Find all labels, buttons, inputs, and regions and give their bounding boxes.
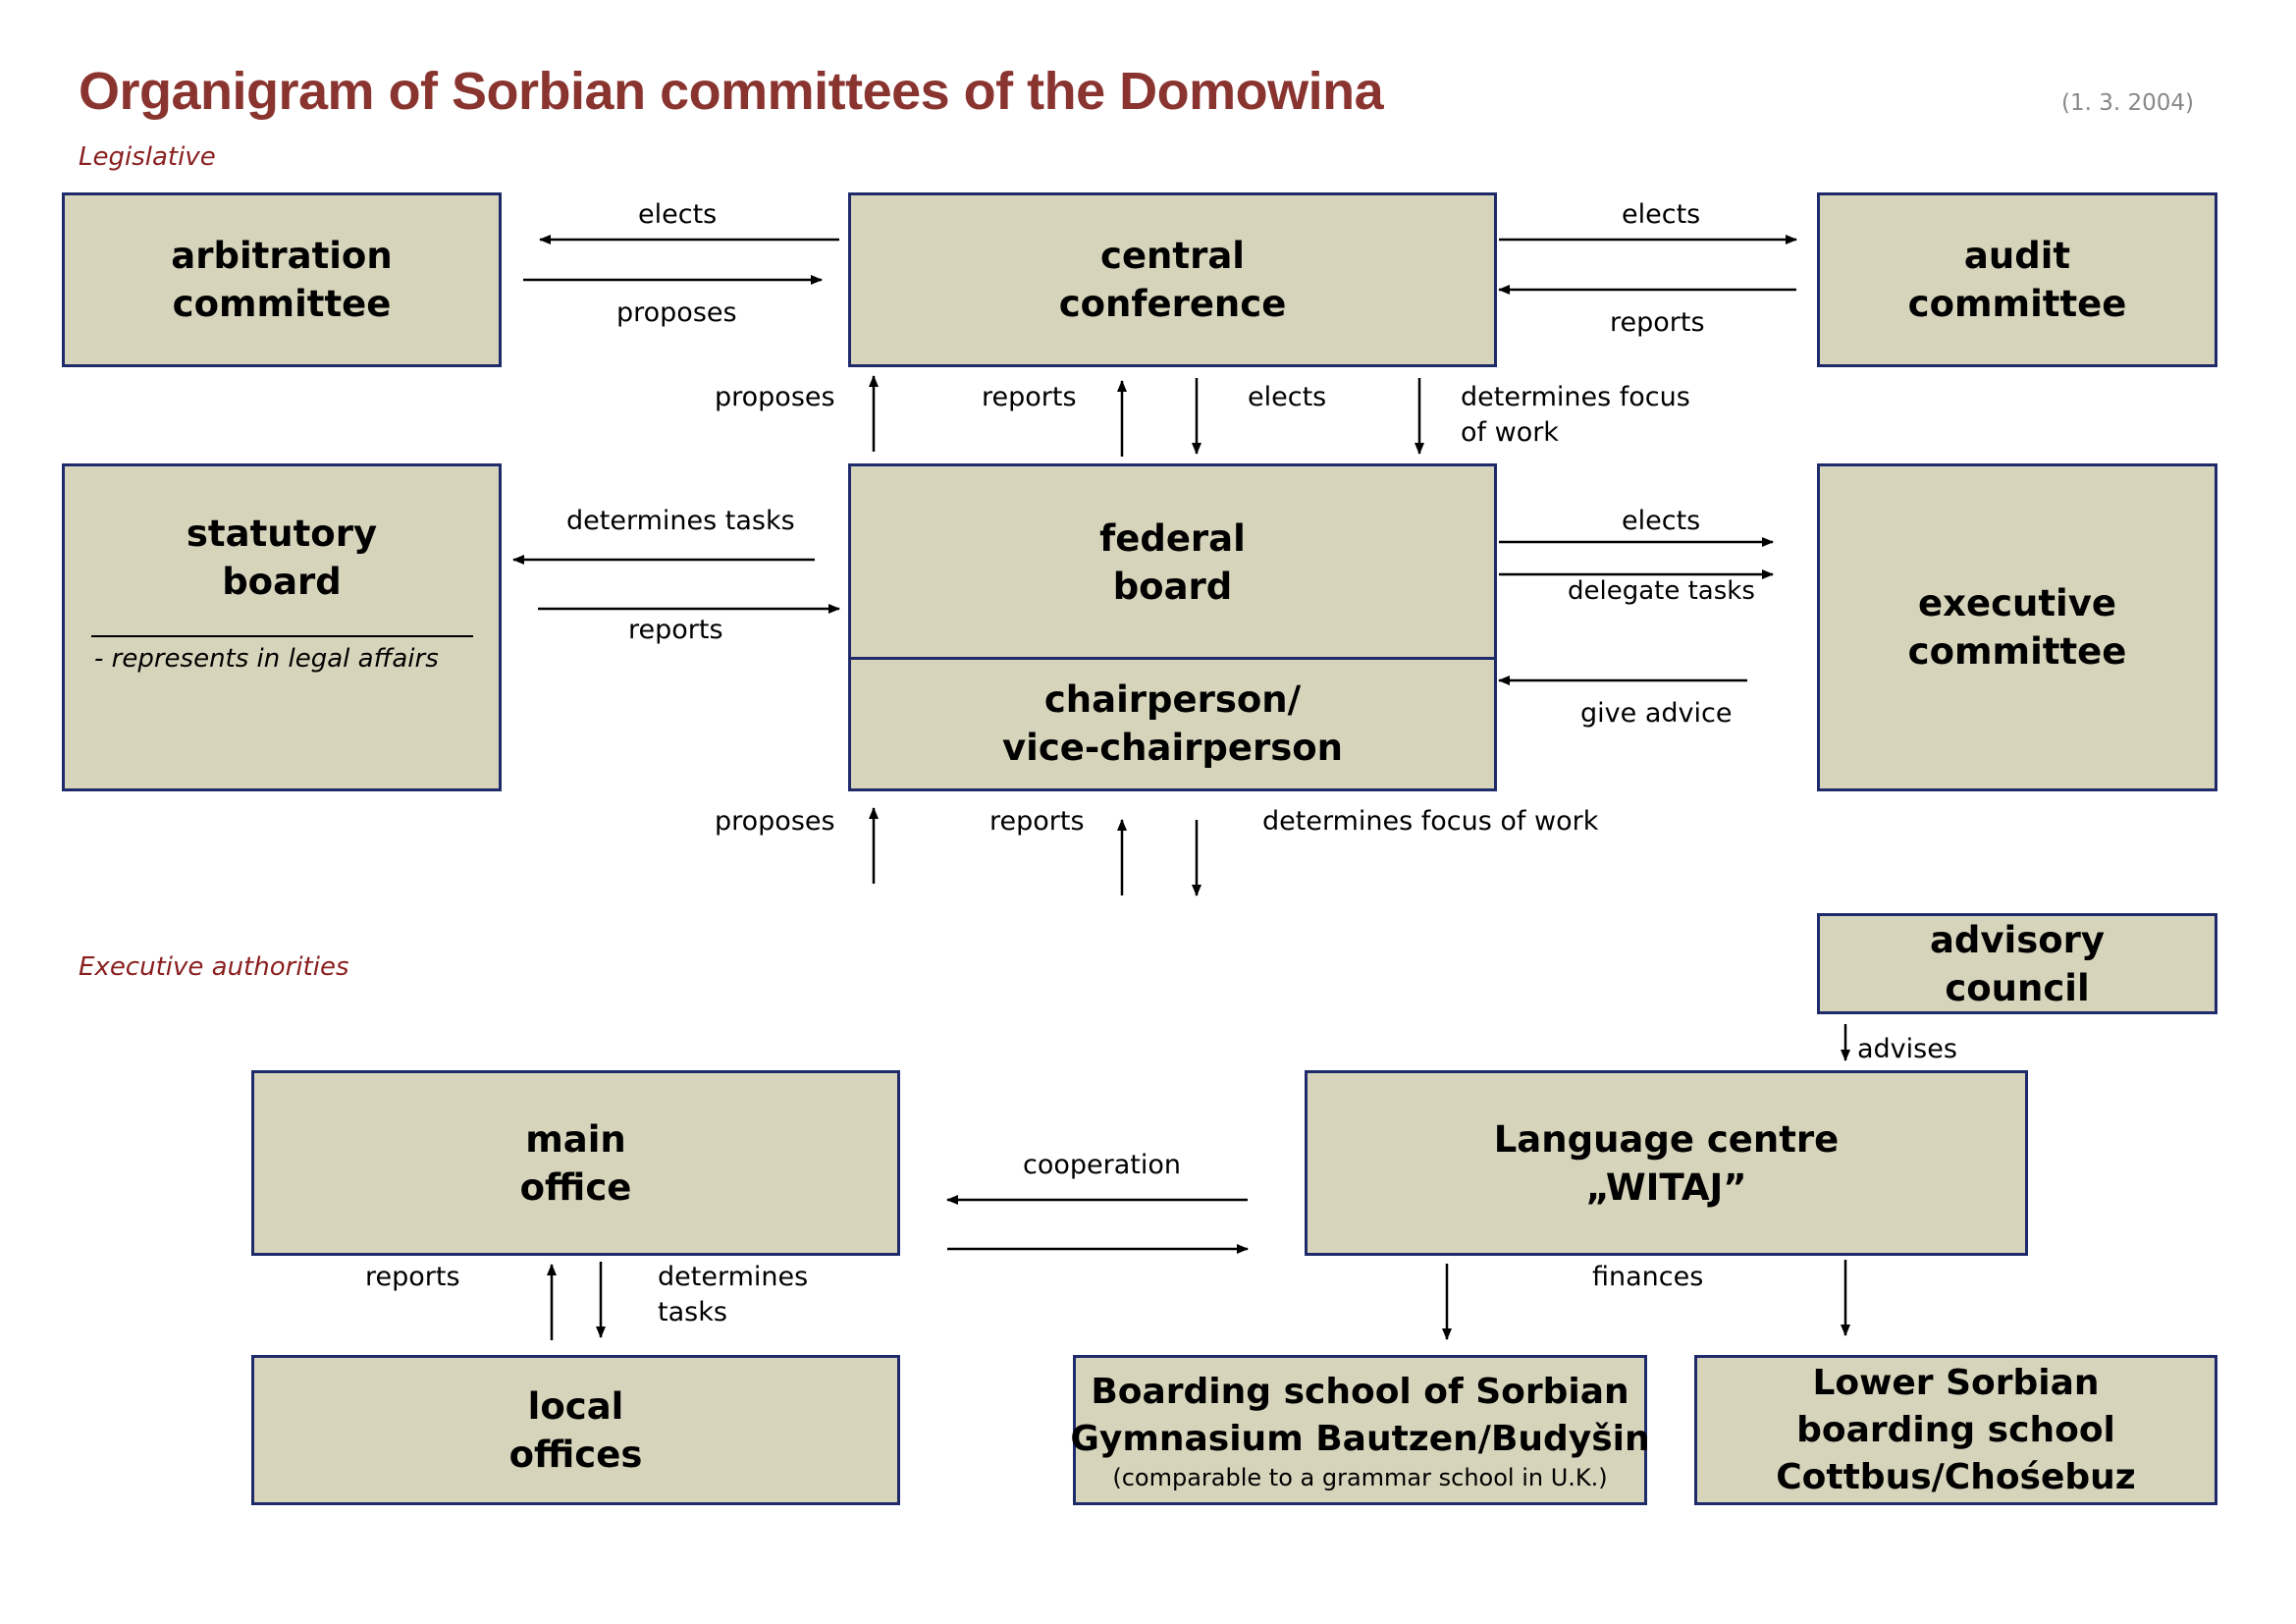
box-label-line: Lower Sorbian [1812,1362,2100,1403]
box-label-line: board [222,561,342,603]
box-label-line: committee [1907,630,2127,673]
label-elects: elects [1622,506,1701,536]
label-of-work: of work [1461,417,1559,448]
box-label-line: Gymnasium Bautzen/Budyšin [1070,1418,1650,1459]
box-label-line: committee [172,283,392,325]
box-label-line: offices [508,1433,643,1476]
label-advises: advises [1857,1034,1957,1064]
label-elects: elects [1248,382,1327,412]
box-label-line: audit [1963,235,2071,277]
boarding-school-cottbus-box[interactable]: Lower Sorbian boarding school Cottbus/Ch… [1694,1355,2217,1505]
local-offices-box[interactable]: local offices [251,1355,900,1505]
statutory-note: - represents in legal affairs [94,644,439,674]
label-cooperation: cooperation [1023,1150,1181,1180]
boarding-school-bautzen-box[interactable]: Boarding school of Sorbian Gymnasium Bau… [1070,1355,1650,1505]
label-reports: reports [365,1262,460,1292]
page-title: Organigram of Sorbian committees of the … [79,62,1384,121]
central-conference-box[interactable]: central conference [848,192,1497,367]
box-note: (comparable to a grammar school in U.K.) [1112,1463,1608,1491]
label-tasks: tasks [658,1297,727,1327]
box-label-line: central [1100,235,1245,277]
box-label-line: federal [1099,517,1246,560]
executive-committee-box[interactable]: executive committee [1817,463,2217,791]
label-elects: elects [1622,199,1701,230]
language-centre-witaj-box[interactable]: Language centre „WITAJ” [1305,1070,2028,1256]
box-label-line: committee [1907,283,2127,325]
label-proposes: proposes [715,806,835,837]
section-executive-authorities: Executive authorities [79,952,349,982]
label-delegate-tasks: delegate tasks [1568,576,1755,606]
label-determines-tasks: determines tasks [566,506,795,536]
box-label-line: board [1112,566,1233,608]
federal-board-box[interactable]: federal board chairperson/ vice-chairper… [848,463,1497,791]
federal-board-section: federal board [1099,466,1246,659]
box-label-line: council [1945,966,2090,1009]
label-proposes: proposes [616,298,737,328]
section-legislative: Legislative [79,142,216,172]
date-label: (1. 3. 2004) [2061,90,2194,116]
box-label-line: main [525,1117,626,1161]
label-determines: determines [658,1262,809,1292]
label-reports: reports [628,615,723,645]
box-label-line: Boarding school of Sorbian [1091,1371,1629,1412]
audit-committee-box[interactable]: audit committee [1817,192,2217,367]
box-label-line: local [527,1384,624,1428]
statutory-divider [91,635,473,637]
box-label-line: executive [1918,582,2116,624]
box-label-line: „WITAJ” [1585,1165,1747,1209]
arbitration-committee-box[interactable]: arbitration committee [62,192,502,367]
federal-board-divider [850,657,1495,660]
label-determines-focus-of-work: determines focus of work [1262,806,1599,837]
label-reports: reports [989,806,1085,837]
advisory-council-box[interactable]: advisory council [1817,913,2217,1014]
main-office-box[interactable]: main office [251,1070,900,1256]
box-label-line: Cottbus/Chośebuz [1776,1456,2136,1497]
box-label-line: statutory [186,513,378,555]
label-reports: reports [1610,307,1705,338]
label-finances: finances [1592,1262,1704,1292]
label-elects: elects [638,199,718,230]
box-label-line: Language centre [1493,1117,1840,1161]
box-label-line: vice-chairperson [1002,727,1343,769]
label-determines-focus: determines focus [1461,382,1690,412]
box-label-line: advisory [1929,918,2106,961]
box-label-line: arbitration [171,235,393,277]
box-label-line: office [519,1165,632,1209]
label-reports: reports [982,382,1077,412]
label-proposes: proposes [715,382,835,412]
box-label-line: conference [1058,283,1287,325]
box-label-line: boarding school [1796,1409,2115,1450]
box-label-line: chairperson/ [1043,678,1302,721]
label-give-advice: give advice [1580,698,1733,729]
chairperson-section[interactable]: chairperson/ vice-chairperson [1002,659,1343,788]
statutory-board-box[interactable]: statutory board [62,463,502,791]
